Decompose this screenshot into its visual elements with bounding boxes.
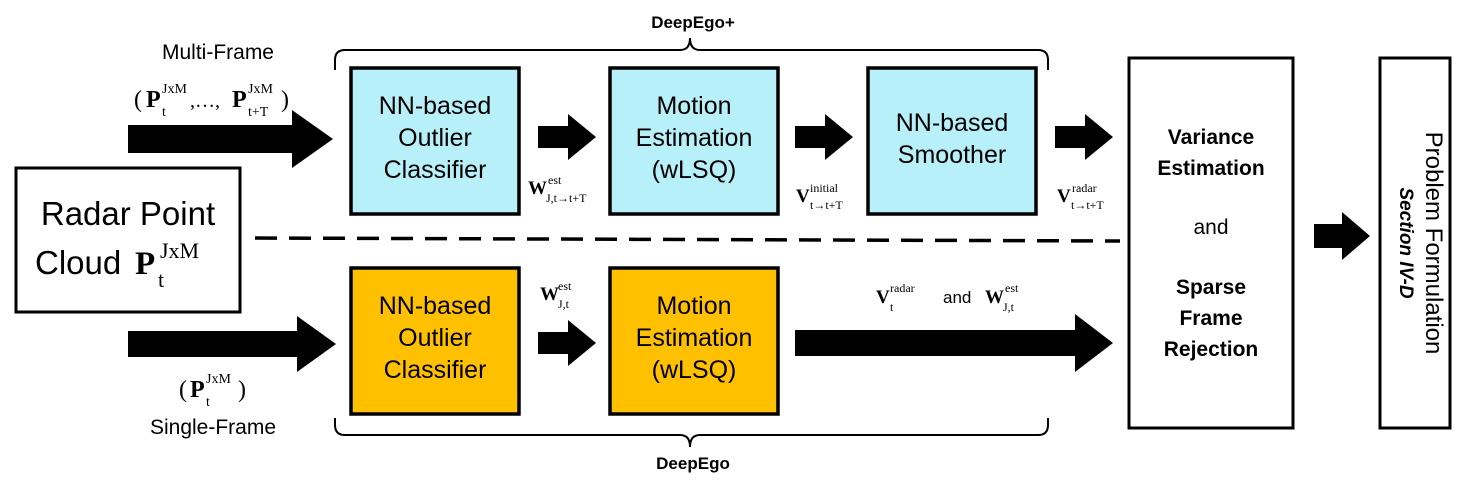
variance-sparse-rejection-box [1127,56,1295,430]
sparse-line1: Sparse [1176,276,1246,299]
arrow-top-motion-to-smoother [795,114,853,160]
top-motion-estimation-block [608,66,780,216]
single-frame-input-notation: ( P t JxM ) [179,372,246,410]
svg-text:W: W [540,284,559,305]
velocity-and-weights-single-frame-notation: V t radar and W J,t est [876,281,1019,314]
svg-text:Cloud: Cloud [35,244,121,281]
svg-text:est: est [1005,281,1019,295]
bottom-classifier-line1: NN-based [379,292,492,320]
sparse-line2: Frame [1179,307,1242,330]
bottom-motion-line1: Motion [656,292,731,320]
top-motion-line3: (wLSQ) [652,156,737,184]
variance-and-label: and [1193,216,1228,239]
arrow-smoother-to-variance [1055,114,1113,160]
velocity-radar-multi-frame-notation: V t→t+T radar [1057,181,1104,212]
path-separator-dashed [254,236,1121,243]
top-motion-line1: Motion [656,92,731,120]
top-classifier-line3: Classifier [384,156,487,184]
bottom-motion-estimation-block [608,266,780,416]
svg-text:t: t [890,300,894,314]
section-reference-link[interactable]: Section IV-D [1395,187,1416,298]
svg-text:radar: radar [890,281,915,295]
svg-text:JxM: JxM [162,82,187,97]
svg-text:initial: initial [810,181,839,195]
problem-formulation-label: Problem Formulation [1420,132,1447,355]
smoother-line2: Smoother [898,141,1006,169]
nn-smoother-block [866,66,1038,216]
deepego-brace [334,418,1049,448]
svg-text:P: P [232,87,247,113]
svg-text:est: est [558,279,572,293]
bottom-motion-line2: Estimation [636,324,753,352]
svg-text:t: t [158,267,164,292]
svg-text:(: ( [179,377,187,403]
bottom-motion-line3: (wLSQ) [652,356,737,384]
svg-text:,…,: ,…, [190,90,220,112]
smoother-line1: NN-based [896,109,1009,137]
svg-text:est: est [548,173,562,187]
svg-text:V: V [796,186,810,207]
variance-line2: Estimation [1157,157,1264,180]
radar-point-cloud-box [14,166,242,314]
svg-text:P: P [190,377,205,403]
top-classifier-line1: NN-based [379,92,492,120]
svg-text:P: P [146,87,161,113]
svg-text:t→t+T: t→t+T [1071,198,1104,212]
arrow-multi-frame-input [128,110,333,168]
svg-text:): ) [238,377,246,403]
svg-text:J,t→t+T: J,t→t+T [546,191,587,205]
svg-text:): ) [281,87,289,113]
svg-text:V: V [876,287,890,308]
svg-text:W: W [528,178,547,199]
deepego-plus-brace [334,37,1049,70]
radar-point-cloud-line1: Radar Point [41,195,215,232]
svg-text:t: t [162,105,166,120]
multi-frame-label: Multi-Frame [162,41,274,64]
bottom-classifier-line3: Classifier [384,356,487,384]
top-outlier-classifier-block [349,66,521,216]
svg-text:(: ( [134,87,142,113]
arrow-single-frame-input [128,316,336,372]
svg-text:t→t+T: t→t+T [810,198,843,212]
top-classifier-line2: Outlier [398,124,472,152]
variance-line1: Variance [1168,126,1254,149]
svg-text:radar: radar [1072,181,1097,195]
svg-text:t+T: t+T [248,105,269,120]
svg-text:and: and [943,288,971,307]
svg-text:V: V [1057,186,1071,207]
arrow-bottom-classifier-to-motion [538,320,596,366]
svg-text:JxM: JxM [248,82,273,97]
svg-text:JxM: JxM [206,372,231,387]
arrow-bottom-motion-to-variance [795,314,1113,372]
problem-formulation-box [1378,56,1452,430]
bottom-classifier-line2: Outlier [398,324,472,352]
svg-text:JxM: JxM [160,238,199,263]
svg-text:t: t [206,395,210,410]
svg-text:J,t: J,t [1003,300,1015,314]
sparse-line3: Rejection [1164,338,1259,361]
arrow-top-classifier-to-motion [538,114,596,160]
radar-point-cloud-line2: Cloud P t JxM [35,238,199,292]
arrow-to-problem-formulation [1314,212,1370,260]
deepego-label: DeepEgo [656,454,730,473]
bottom-outlier-classifier-block [349,266,521,416]
svg-text:W: W [985,287,1004,308]
single-frame-label: Single-Frame [150,416,276,439]
svg-text:J,t: J,t [558,297,570,311]
deepego-plus-label: DeepEgo+ [651,13,735,32]
velocity-initial-notation: V t→t+T initial [796,181,843,212]
top-motion-line2: Estimation [636,124,753,152]
svg-text:P: P [135,246,155,282]
weights-single-frame-notation: W J,t est [540,279,572,311]
weights-multi-frame-notation: W J,t→t+T est [528,173,587,205]
multi-frame-input-notation: ( P t JxM ,…, P t+T JxM ) [134,82,289,120]
